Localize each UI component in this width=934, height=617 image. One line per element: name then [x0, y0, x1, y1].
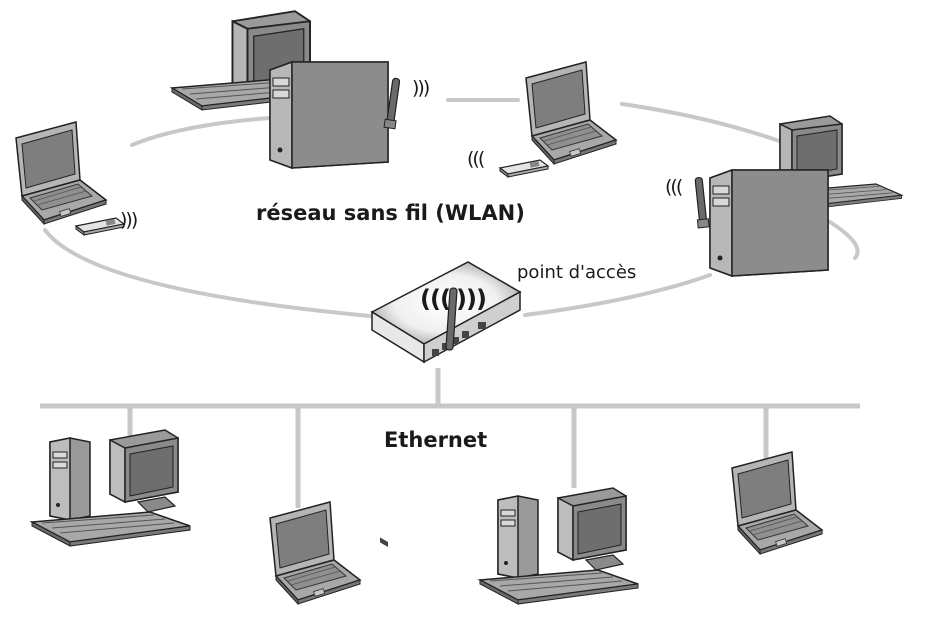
router-signal-right-icon: )))	[456, 285, 487, 313]
desktop-computer-icon	[692, 115, 903, 277]
router-signal-left-icon: (((	[420, 285, 451, 313]
signal-waves-icon: )))	[120, 209, 138, 231]
wlan-label: réseau sans fil (WLAN)	[256, 201, 525, 225]
ethernet-bus	[40, 368, 860, 508]
desktop-computer-icon	[479, 487, 639, 605]
desktop-computer-icon	[171, 10, 403, 169]
laptop-icon	[525, 61, 617, 165]
wireless-card-icon	[75, 217, 125, 236]
signal-waves-icon: )))	[412, 77, 430, 99]
laptop-icon	[731, 451, 823, 555]
signal-waves-icon: (((	[665, 176, 683, 198]
access-point-router-icon	[370, 261, 522, 548]
wlan-links	[43, 98, 860, 318]
laptop-icon	[269, 501, 361, 605]
laptop-icon	[15, 121, 107, 225]
ethernet-label: Ethernet	[384, 428, 488, 452]
wireless-card-icon	[499, 159, 549, 178]
signal-waves-icon: (((	[467, 148, 485, 170]
desktop-computer-icon	[31, 429, 191, 547]
access-point-label: point d'accès	[517, 262, 637, 283]
